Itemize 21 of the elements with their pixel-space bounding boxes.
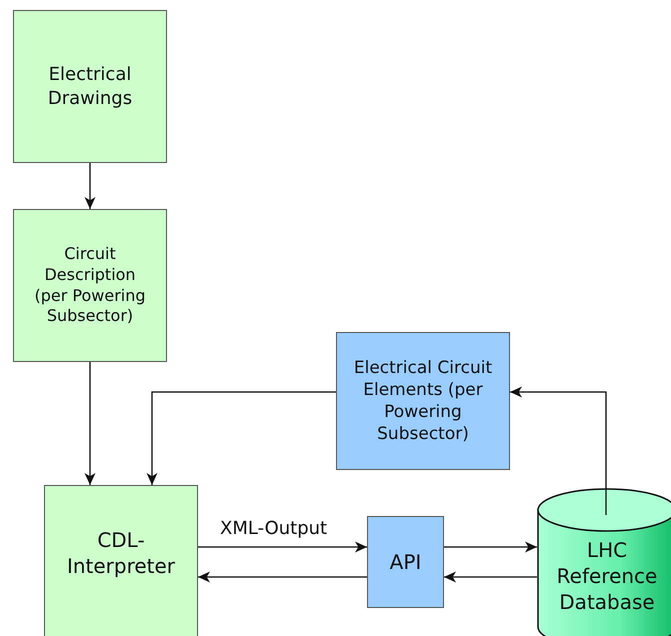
- arrow: [444, 542, 537, 552]
- arrow: [84, 163, 96, 209]
- node-label: Electrical Circuit Elements (per Powering Subsector): [352, 356, 494, 446]
- database-cylinder: [537, 488, 671, 636]
- node-label: API: [390, 549, 422, 575]
- edge-label: XML-Output: [220, 518, 328, 539]
- arrow: [198, 542, 367, 552]
- process-box: [336, 332, 510, 470]
- arrow: [84, 362, 96, 485]
- process-box: [367, 516, 444, 608]
- node-label: LHC Reference Database: [556, 537, 658, 615]
- arrow: [510, 386, 607, 489]
- process-box: [44, 485, 198, 636]
- arrow: [444, 572, 537, 582]
- node-label: CDL- Interpreter: [66, 527, 176, 579]
- arrow: [198, 572, 367, 582]
- process-box: [13, 10, 167, 163]
- arrow: [146, 391, 336, 485]
- node-label: Electrical Drawings: [46, 63, 134, 110]
- process-box: [13, 209, 167, 362]
- node-label: Circuit Description (per Powering Subsector): [33, 244, 147, 328]
